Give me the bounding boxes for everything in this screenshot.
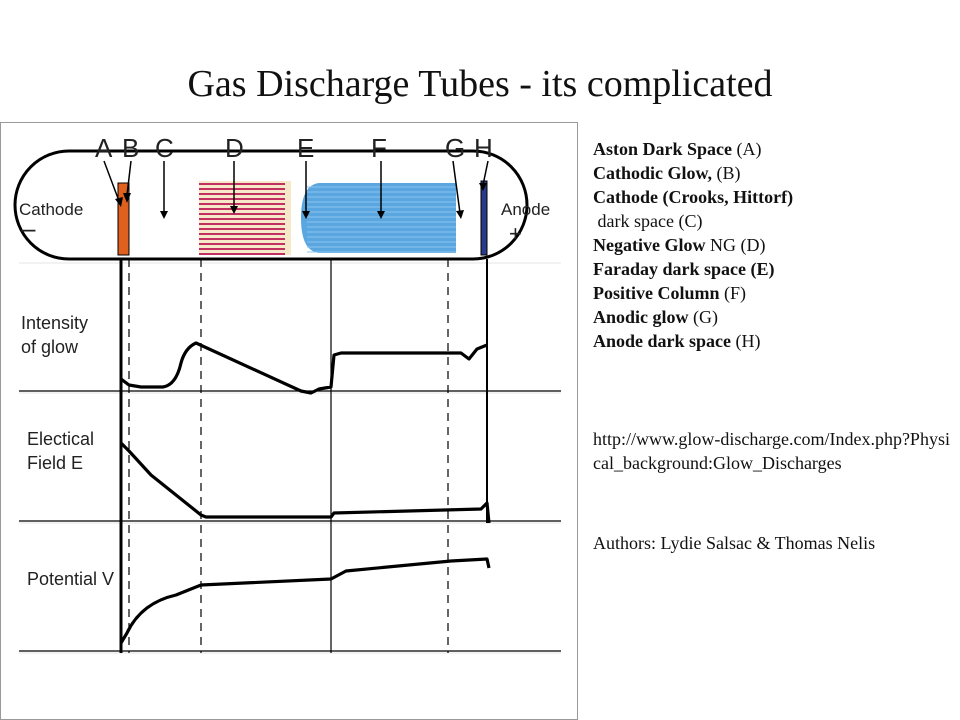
region-letter-g: G — [445, 133, 465, 163]
legend-item: Anode dark space (H) — [593, 329, 960, 353]
region-legend: Aston Dark Space (A)Cathodic Glow, (B)Ca… — [593, 137, 960, 353]
legend-item-term: Anodic glow — [593, 307, 689, 327]
arrow-g — [452, 160, 461, 214]
legend-item-code: (B) — [712, 163, 741, 183]
arrow-a — [103, 160, 120, 202]
legend-item-term: Anode dark space — [593, 331, 732, 351]
legend-item-code: NG (D) — [705, 235, 766, 255]
curves — [119, 341, 491, 644]
legend-item-code: (F) — [719, 283, 747, 303]
legend-item-term: Cathodic Glow, — [593, 163, 713, 183]
legend-item: Negative Glow NG (D) — [593, 233, 960, 257]
negative-glow-stripe — [199, 218, 285, 220]
region-letter-f: F — [371, 133, 387, 163]
negative-glow-stripe — [199, 253, 285, 255]
field-curve — [119, 441, 491, 524]
legend-item-code: (G) — [688, 307, 719, 327]
region-letter-h: H — [474, 133, 493, 163]
legend-item: Faraday dark space (E) — [593, 257, 960, 281]
negative-glow-stripe — [199, 208, 285, 210]
anode-label: Anode — [501, 200, 550, 219]
negative-glow-stripe — [199, 233, 285, 235]
negative-glow-stripe — [199, 198, 285, 200]
legend-item: Positive Column (F) — [593, 281, 960, 305]
cathode-plate — [117, 182, 130, 256]
legend-item-term: Aston Dark Space — [593, 139, 733, 159]
graph-baselines — [19, 390, 561, 652]
legend-item: dark space (C) — [593, 209, 960, 233]
legend-item-term: Positive Column — [593, 283, 720, 303]
positive-column-region — [301, 183, 456, 253]
field-label-line1: Electical — [27, 429, 94, 449]
potential-label: Potential V — [27, 569, 114, 589]
source-url: http://www.glow-discharge.com/Index.php?… — [593, 429, 950, 473]
field-label-line2: Field E — [27, 453, 83, 473]
legend-item-term: Negative Glow — [593, 235, 706, 255]
region-letter-c: C — [155, 133, 174, 163]
anode-plate — [480, 180, 488, 256]
negative-glow-region — [199, 181, 291, 255]
legend-item-code: (H) — [731, 331, 761, 351]
arrow-h — [482, 160, 489, 186]
region-boundaries — [128, 259, 449, 653]
negative-glow-stripe — [199, 193, 285, 195]
negative-glow-stripe — [199, 243, 285, 245]
region-letter-a: A — [95, 133, 113, 163]
legend-item-code: (A) — [732, 139, 762, 159]
region-letter-e: E — [297, 133, 314, 163]
negative-glow-stripe — [199, 183, 285, 185]
arrow-heads — [115, 183, 487, 219]
negative-glow-stripe — [199, 248, 285, 250]
potential-curve — [119, 557, 491, 644]
legend-item: Cathodic Glow, (B) — [593, 161, 960, 185]
negative-glow-stripe — [199, 188, 285, 190]
authors-credit: Authors: Lydie Salsac & Thomas Nelis — [593, 533, 876, 553]
discharge-diagram: A B C D E F G H — [0, 122, 578, 720]
negative-glow-stripe — [199, 228, 285, 230]
region-arrows — [103, 160, 489, 214]
legend-item: Aston Dark Space (A) — [593, 137, 960, 161]
arrow-b — [126, 160, 132, 196]
intensity-label-line1: Intensity — [21, 313, 88, 333]
background-grid — [19, 262, 561, 654]
legend-item: Anodic glow (G) — [593, 305, 960, 329]
negative-glow-stripe — [199, 213, 285, 215]
region-letter-b: B — [122, 133, 139, 163]
intensity-label-line2: of glow — [21, 337, 79, 357]
region-letter-d: D — [225, 133, 244, 163]
cathode-label: Cathode — [19, 200, 83, 219]
legend-item-code: dark space (C) — [593, 211, 703, 231]
negative-glow-stripe — [199, 238, 285, 240]
legend-item-term: Faraday dark space (E) — [593, 259, 775, 279]
page-title: Gas Discharge Tubes - its complicated — [187, 63, 773, 105]
legend-item-term: Cathode (Crooks, Hittorf) — [593, 187, 794, 207]
anode-sign: + — [509, 221, 522, 246]
negative-glow-stripe — [199, 223, 285, 225]
legend-item: Cathode (Crooks, Hittorf) — [593, 185, 960, 209]
intensity-curve — [120, 341, 488, 395]
cathode-sign: – — [21, 213, 36, 243]
negative-glow-stripe — [199, 203, 285, 205]
